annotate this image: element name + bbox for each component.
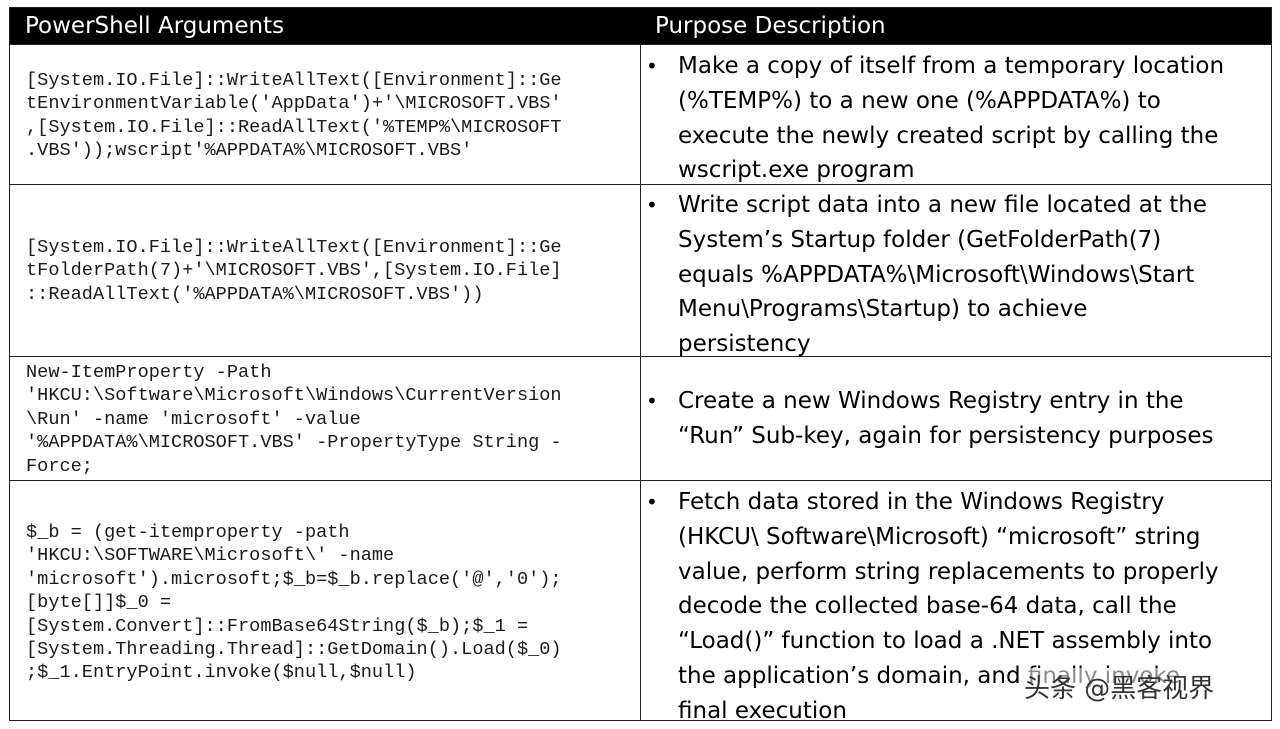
description-cell: • Write script data into a new file loca… (646, 188, 1263, 362)
code-line: tFolderPath(7)+'\MICROSOFT.VBS',[System.… (26, 260, 562, 282)
bullet-marker: • (646, 389, 658, 413)
description-text: Write script data into a new file locate… (678, 192, 1207, 358)
bullet-marker: • (646, 490, 658, 514)
code-line: [System.Threading.Thread]::GetDomain().L… (26, 639, 562, 661)
table-row: New-ItemProperty -Path 'HKCU:\Software\M… (10, 356, 1271, 480)
column-divider (640, 44, 641, 720)
table-row: [System.IO.File]::WriteAllText([Environm… (10, 44, 1271, 184)
table-row: [System.IO.File]::WriteAllText([Environm… (10, 184, 1271, 357)
header-purpose-description: Purpose Description (655, 13, 886, 39)
description-text: Create a new Windows Registry entry in t… (678, 388, 1214, 449)
code-line: \Run' -name 'microsoft' -value (26, 408, 361, 430)
watermark: 头条 @黑客视界 (1020, 668, 1219, 705)
code-line: New-ItemProperty -Path (26, 362, 272, 383)
code-cell: [System.IO.File]::WriteAllText([Environm… (26, 236, 624, 306)
table-header: PowerShell Arguments Purpose Description (10, 8, 1271, 44)
code-line: [System.IO.File]::WriteAllText([Environm… (26, 237, 562, 258)
code-line: [System.IO.File]::WriteAllText([Environm… (26, 70, 562, 91)
code-line: [System.Convert]::FromBase64String($_b);… (26, 615, 529, 637)
code-line: tEnvironmentVariable('AppData')+'\MICROS… (26, 93, 562, 115)
code-line: 'HKCU:\SOFTWARE\Microsoft\' -name (26, 545, 395, 567)
code-line: ,[System.IO.File]::ReadAllText('%TEMP%\M… (26, 116, 562, 138)
bullet-marker: • (646, 54, 658, 78)
code-line: $_b = (get-itemproperty -path (26, 522, 350, 543)
code-line: ::ReadAllText('%APPDATA%\MICROSOFT.VBS')… (26, 283, 484, 305)
arguments-table: PowerShell Arguments Purpose Description… (9, 7, 1272, 724)
description-cell: • Make a copy of itself from a temporary… (646, 49, 1263, 188)
code-line: [byte[]]$_0 = (26, 592, 172, 614)
description-text: Make a copy of itself from a temporary l… (678, 53, 1225, 184)
code-line: 'microsoft').microsoft;$_b=$_b.replace('… (26, 568, 562, 590)
code-line: ;$_1.EntryPoint.invoke($null,$null) (26, 662, 417, 684)
code-line: '%APPDATA%\MICROSOFT.VBS' -PropertyType … (26, 432, 562, 454)
code-line: .VBS'));wscript'%APPDATA%\MICROSOFT.VBS' (26, 140, 473, 162)
code-cell: New-ItemProperty -Path 'HKCU:\Software\M… (26, 361, 624, 478)
header-powershell-arguments: PowerShell Arguments (25, 13, 285, 39)
bullet-marker: • (646, 193, 658, 217)
code-cell: [System.IO.File]::WriteAllText([Environm… (26, 69, 624, 163)
code-line: 'HKCU:\Software\Microsoft\Windows\Curren… (26, 385, 562, 407)
code-line: Force; (26, 455, 93, 477)
description-cell: • Create a new Windows Registry entry in… (646, 384, 1263, 454)
code-cell: $_b = (get-itemproperty -path 'HKCU:\SOF… (26, 521, 624, 685)
